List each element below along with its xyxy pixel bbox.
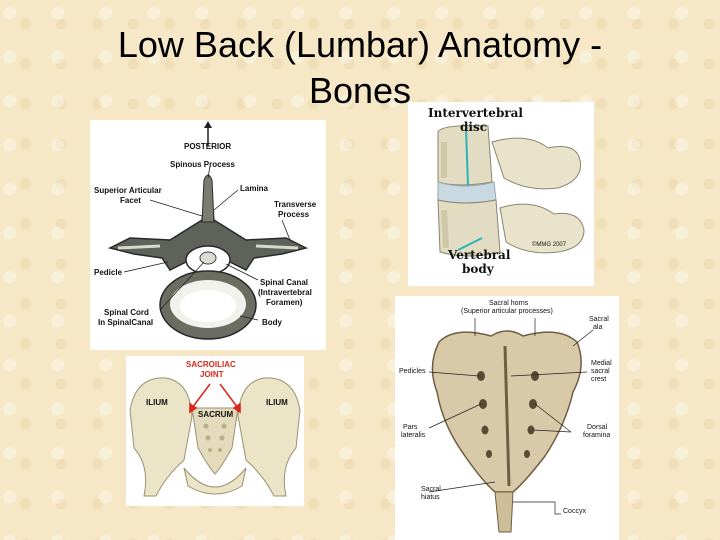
pelvis-diagram: SACROILIAC JOINT ILIUM ILIUM SACRUM xyxy=(126,356,304,506)
label-lamina: Lamina xyxy=(240,184,269,193)
label-sacral: sacral xyxy=(591,368,610,375)
label-in-spinal-canal: In SpinalCanal xyxy=(98,318,154,327)
label-vertebral: Vertebral xyxy=(448,248,511,262)
label-ala: ala xyxy=(593,324,603,331)
label-body: body xyxy=(462,262,494,276)
label-posterior: POSTERIOR xyxy=(184,142,232,151)
label-intravertebral: (Intravertebral xyxy=(258,288,312,297)
vertebra-side-view-diagram: Intervertebral disc Vertebral body ©MMG … xyxy=(408,102,594,286)
label-ilium-right: ILIUM xyxy=(266,398,288,407)
title-line-2: Bones xyxy=(308,70,412,111)
label-foramina: foramina xyxy=(583,432,611,439)
label-superior-articular-processes: (Superior articular processes) xyxy=(461,308,553,315)
label-facet: Facet xyxy=(120,196,141,205)
label-spinal-canal: Spinal Canal xyxy=(260,278,309,287)
label-sacral-hiatus: Sacral xyxy=(421,486,441,493)
slide-title: Low Back (Lumbar) Anatomy - Bones xyxy=(0,22,720,114)
label-spinous-process: Spinous Process xyxy=(170,160,235,169)
label-sacral-horns: Sacral horns xyxy=(489,300,529,307)
label-sacrum: SACRUM xyxy=(198,410,234,419)
label-joint: JOINT xyxy=(200,370,224,379)
label-pedicles: Pedicles xyxy=(399,368,426,375)
label-pedicle: Pedicle xyxy=(94,268,123,277)
label-spinal-cord: Spinal Cord xyxy=(104,308,149,317)
title-line-1: Low Back (Lumbar) Anatomy - xyxy=(117,24,603,65)
label-superior-articular: Superior Articular xyxy=(94,186,162,195)
label-foramen: Foramen) xyxy=(266,298,303,307)
label-process: Process xyxy=(278,210,310,219)
label-pars: Pars xyxy=(403,424,418,431)
label-dorsal: Dorsal xyxy=(587,424,608,431)
vertebra-side-illustration xyxy=(437,125,585,257)
vertebra-top-illustration xyxy=(107,121,309,340)
label-disc: disc xyxy=(460,120,488,134)
label-sacroiliac: SACROILIAC xyxy=(186,360,236,369)
label-hiatus: hiatus xyxy=(421,494,440,501)
sacrum-posterior-diagram: Sacral horns (Superior articular process… xyxy=(395,296,619,540)
pelvis-illustration xyxy=(129,377,301,497)
label-medial: Medial xyxy=(591,360,612,367)
vertebra-top-view-diagram: POSTERIOR Spinous Process Superior Artic… xyxy=(90,120,326,350)
label-copyright: ©MMG 2007 xyxy=(532,242,567,248)
label-ilium-left: ILIUM xyxy=(146,398,168,407)
label-transverse: Transverse xyxy=(274,200,317,209)
sacrum-illustration xyxy=(428,318,594,533)
label-intervertebral: Intervertebral xyxy=(428,106,523,120)
label-lateralis: lateralis xyxy=(401,432,426,439)
label-crest: crest xyxy=(591,376,607,383)
label-body: Body xyxy=(262,318,282,327)
label-coccyx: Coccyx xyxy=(563,508,586,515)
label-sacral-ala: Sacral xyxy=(589,316,609,323)
